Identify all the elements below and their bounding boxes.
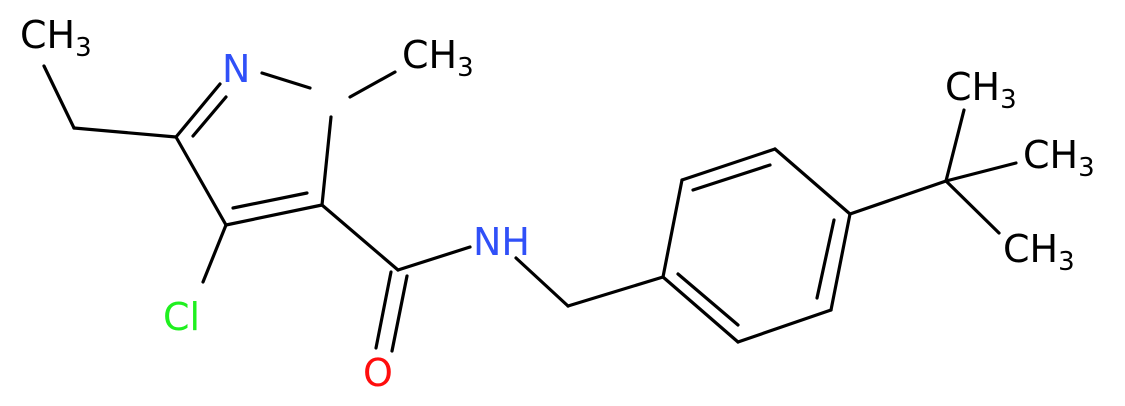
atom-nh: NH (473, 220, 530, 264)
bond-n1-methyl (348, 70, 397, 99)
atom-ethyl-ch3-sub: 3 (75, 33, 92, 63)
atom-o: O (363, 351, 393, 395)
bond-b2-b3-inner (691, 163, 772, 192)
bond-c5-c4-double (224, 203, 324, 227)
atom-n1-methyl-sub: 3 (457, 53, 474, 83)
bonds (42, 64, 1018, 353)
bond-b2-b3-outer (680, 147, 777, 182)
bond-tbu-ch3-right (944, 161, 1018, 183)
bond-n2-n1 (260, 71, 312, 90)
bond-b6-b1 (661, 275, 740, 344)
atom-n1-methyl: CH3 (402, 33, 474, 83)
bond-nh-ch2 (514, 256, 570, 308)
bond-ring-tbu (848, 179, 948, 216)
bond-b6-b1-inner (676, 272, 740, 327)
bond-b1-b2 (661, 178, 684, 279)
atom-cl: Cl (163, 295, 200, 339)
atom-tbu-ch3-bottom-ch: CH (1003, 227, 1058, 271)
atom-n1-methyl-ch: CH (402, 33, 457, 77)
bond-c4-cl (201, 223, 228, 284)
bond-tbu-ch3-bottom (944, 179, 1001, 235)
atom-tbu-ch3-bottom-sub: 3 (1058, 247, 1075, 277)
bond-c5-carbonyl (320, 203, 400, 272)
bond-c3-n2-double (174, 82, 222, 139)
atom-n2: N (222, 47, 250, 91)
bond-n1-c5 (320, 115, 333, 207)
atom-ethyl-ch3-ch: CH (20, 13, 75, 57)
bond-c3-ch2 (72, 126, 178, 139)
bond-ch2-ring (566, 275, 665, 308)
atom-tbu-ch3-right: CH3 (1023, 133, 1095, 183)
bond-c4-c3 (174, 135, 228, 227)
bond-tbu-ch3-top (944, 108, 966, 183)
atom-tbu-ch3-top: CH3 (945, 65, 1017, 115)
bond-c3-n2-inner (191, 95, 228, 138)
atom-labels: N CH3 CH3 Cl NH O CH3 CH3 CH3 (20, 13, 1095, 395)
bond-b4-b5-inner (815, 218, 836, 300)
bond-c5-c4-inner (231, 191, 309, 210)
atom-ethyl-ch3: CH3 (20, 13, 92, 63)
bond-ch2-ch3 (42, 64, 76, 130)
bond-b3-b4 (773, 147, 852, 216)
atom-tbu-ch3-right-sub: 3 (1078, 153, 1095, 183)
atom-tbu-ch3-right-ch: CH (1023, 133, 1078, 177)
atom-tbu-ch3-bottom: CH3 (1003, 227, 1075, 277)
bond-b5-b6 (736, 308, 833, 344)
atom-tbu-ch3-top-ch: CH (945, 65, 1000, 109)
bond-c-o-a (374, 270, 393, 350)
bond-c-o-b (390, 274, 409, 353)
atom-tbu-ch3-top-sub: 3 (1000, 85, 1017, 115)
bond-b4-b5 (829, 212, 852, 312)
bond-carbonyl-nh (396, 245, 472, 272)
